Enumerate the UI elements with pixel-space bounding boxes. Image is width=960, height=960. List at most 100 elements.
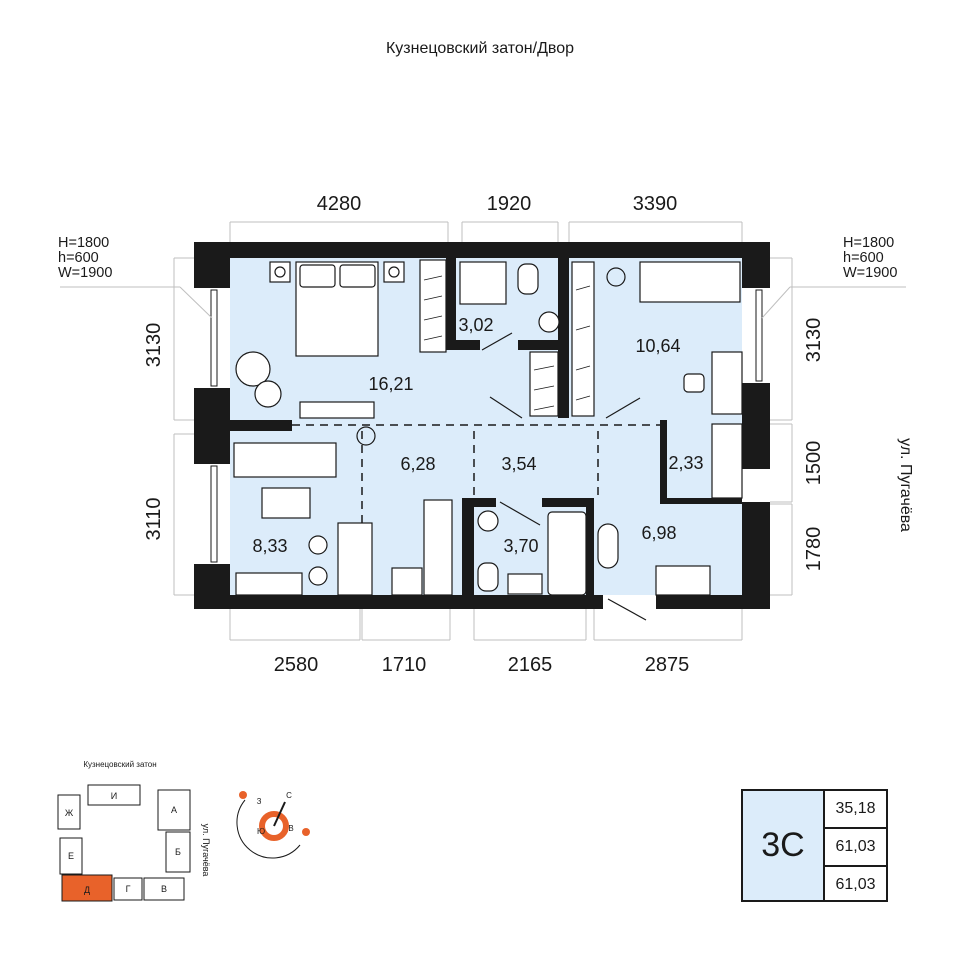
- section-label: И: [111, 791, 117, 801]
- apartment-type: 3С: [743, 791, 825, 900]
- door-swings: [481, 332, 647, 621]
- bathtub: [547, 511, 587, 596]
- window-left-top: [210, 289, 218, 387]
- dim-top-2: 1920: [487, 193, 532, 215]
- bathroom-bottom-fixtures: [477, 510, 587, 596]
- tv-stand: [235, 572, 303, 596]
- dim-bottom-2: 1710: [382, 654, 427, 676]
- site-plan: Кузнецовский затон ул. Пугачёва Ж И А Е …: [57, 760, 211, 902]
- desk: [299, 401, 375, 419]
- section-zh: [57, 794, 81, 830]
- section-d: [61, 874, 113, 902]
- bathroom-top-fixtures: [459, 261, 560, 333]
- toilet-bottom: [477, 562, 499, 592]
- window-spec-line: h=600: [843, 250, 884, 266]
- window-spec-line: W=1900: [843, 265, 898, 281]
- room-area-storage: 2,33: [668, 453, 703, 473]
- door: [489, 396, 523, 419]
- bed-single: [639, 261, 741, 303]
- wardrobe: [419, 259, 447, 353]
- window-spec-left: H=1800 h=600 W=1900: [58, 236, 112, 281]
- chair: [308, 566, 328, 586]
- window-right-top: [755, 289, 763, 382]
- window-spec-line: H=1800: [843, 235, 895, 251]
- room-area-bathroom-bottom: 3,70: [503, 536, 538, 556]
- room-area-corridor: 3,54: [501, 454, 536, 474]
- outer-walls: [194, 242, 770, 609]
- area-living: 35,18: [825, 791, 886, 829]
- sun-icon: [302, 828, 310, 836]
- chair: [308, 535, 328, 555]
- sun-path-arc: [236, 799, 301, 859]
- dim-top-3: 3390: [633, 193, 678, 215]
- section-label: В: [161, 884, 167, 894]
- washing-machine: [477, 510, 499, 532]
- zone-lines: [292, 424, 660, 545]
- toilet: [517, 263, 539, 295]
- compass-label: Ю: [257, 827, 265, 836]
- room-area-bedroom-main: 16,21: [368, 374, 413, 394]
- window-left-bottom: [210, 465, 218, 563]
- door: [605, 397, 641, 419]
- compass-label: З: [257, 797, 262, 806]
- bedroom-furniture: [235, 259, 595, 419]
- compass-ring: [259, 811, 289, 841]
- stove: [391, 567, 423, 596]
- dim-right-2: 1500: [803, 441, 825, 486]
- inner-walls: [230, 258, 742, 595]
- dim-bottom-4: 2875: [645, 654, 690, 676]
- room-area-living-room: 8,33: [252, 536, 287, 556]
- area-total: 61,03: [825, 829, 886, 867]
- section-label: А: [171, 805, 177, 815]
- door: [607, 598, 647, 621]
- section-label: Ж: [65, 808, 74, 818]
- section-v: [143, 877, 185, 901]
- apartment-info-table: 3С 35,18 61,03 61,03: [741, 789, 888, 902]
- site-plan-street: ул. Пугачёва: [201, 824, 211, 877]
- armchair: [254, 380, 282, 408]
- compass-label: В: [288, 824, 293, 833]
- door: [481, 332, 513, 351]
- section-i: [87, 784, 141, 806]
- section-label: Г: [126, 884, 131, 894]
- plant-icon: [356, 267, 626, 446]
- room-area-bedroom-right: 10,64: [635, 336, 680, 356]
- dim-left-1: 3130: [143, 323, 165, 368]
- door: [499, 501, 541, 526]
- section-label: Б: [175, 847, 181, 857]
- compass-needle: [273, 801, 286, 827]
- dim-top-1: 4280: [317, 193, 362, 215]
- window-spec-line: W=1900: [58, 265, 113, 281]
- dim-right-3: 1780: [803, 527, 825, 572]
- sun-icon: [239, 791, 247, 799]
- wardrobe-storage: [711, 423, 743, 499]
- section-label: Д: [84, 885, 90, 895]
- dining-table: [337, 522, 373, 596]
- sink-bottom: [507, 573, 543, 595]
- compass-label: С: [286, 791, 292, 800]
- dim-bottom-1: 2580: [274, 654, 319, 676]
- section-label: Е: [68, 851, 74, 861]
- shower: [459, 261, 507, 305]
- room-area-kitchen-zone: 6,28: [400, 454, 435, 474]
- compass: З С Ю В: [236, 791, 310, 859]
- section-e: [59, 837, 83, 875]
- kitchen-counter: [423, 499, 453, 596]
- desk-right: [711, 351, 743, 415]
- window-spec-line: h=600: [58, 250, 99, 266]
- dimension-lines: [60, 221, 906, 641]
- round-table: [235, 351, 271, 387]
- page-title: Кузнецовский затон/Двор: [385, 40, 575, 57]
- section-a: [157, 789, 191, 831]
- right-bedroom-furniture: [639, 261, 743, 499]
- bench: [597, 523, 619, 569]
- dim-bottom-3: 2165: [508, 654, 553, 676]
- street-label: ул. Пугачёва: [893, 425, 917, 545]
- coffee-table: [261, 487, 311, 519]
- street-label-text: ул. Пугачёва: [897, 438, 914, 532]
- room-area-hall: 6,98: [641, 523, 676, 543]
- sink: [538, 311, 560, 333]
- window-frames: [210, 289, 763, 563]
- dim-left-2: 3110: [143, 497, 165, 540]
